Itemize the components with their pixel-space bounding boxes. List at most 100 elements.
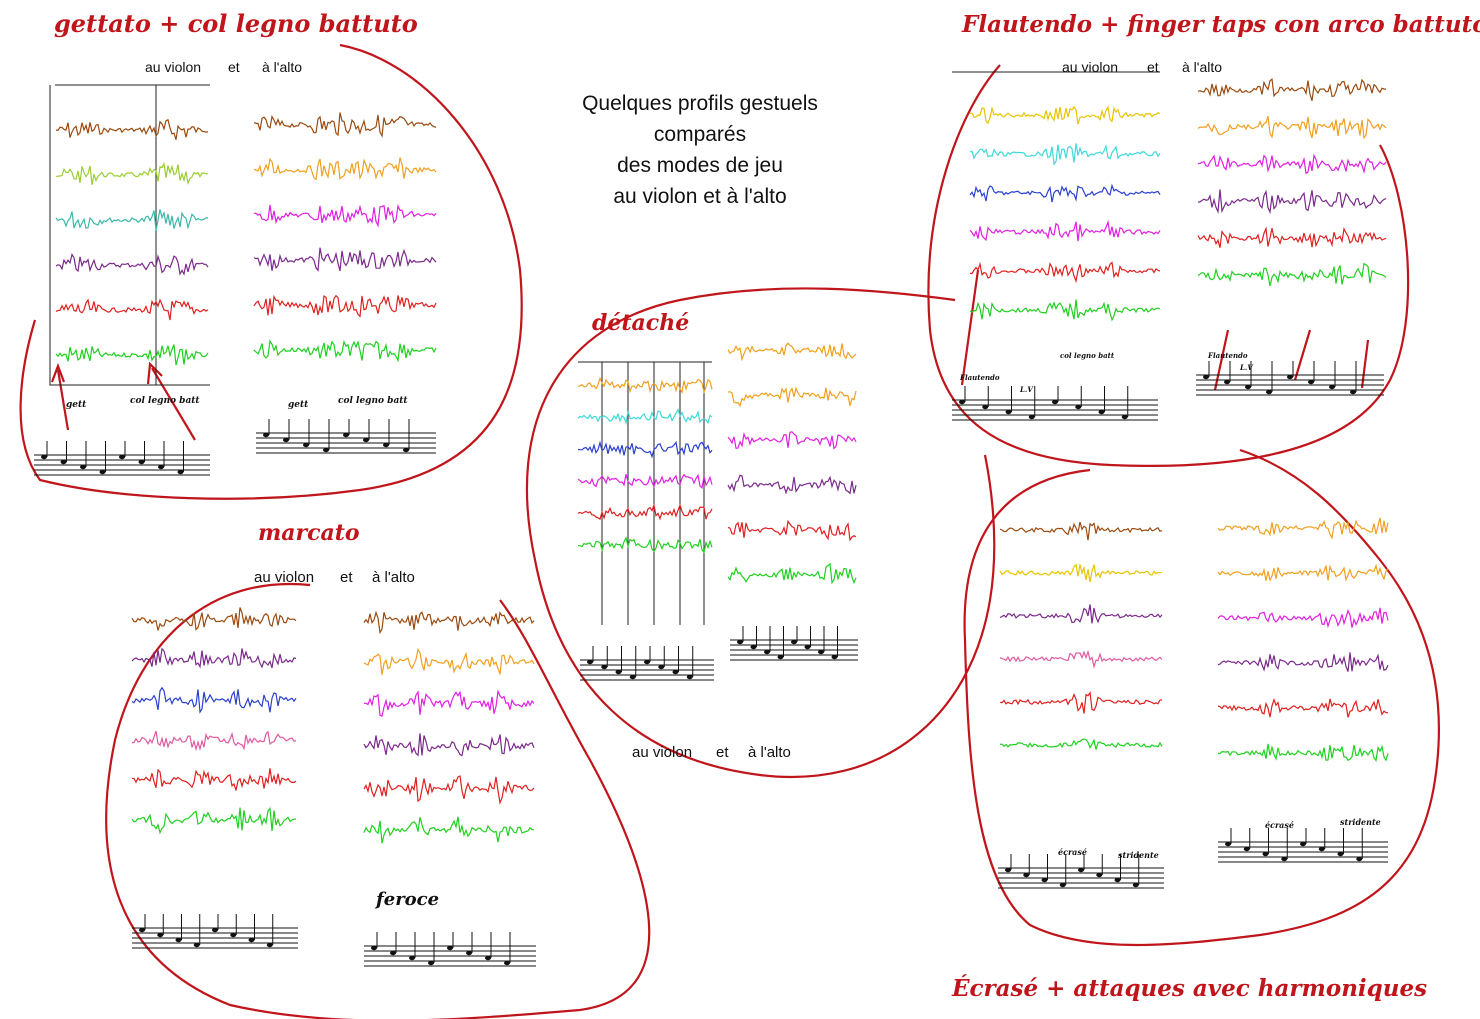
note-head <box>263 432 269 438</box>
note-head <box>1245 384 1251 390</box>
waveform-trace <box>578 536 713 554</box>
outline-marcato <box>105 582 651 1019</box>
note-head <box>1098 409 1105 415</box>
caption-violon: au violon <box>1062 59 1118 75</box>
caption-detache: au violon et à l'alto <box>632 744 791 761</box>
caption-et: et <box>228 59 240 75</box>
score-word: col legno batt <box>338 396 408 406</box>
note-head <box>686 674 693 680</box>
waveform-trace <box>999 738 1163 750</box>
score-word: gett <box>66 400 87 410</box>
waveform-trace <box>55 209 209 231</box>
note-head <box>1300 841 1306 847</box>
note-head <box>1356 856 1363 862</box>
note-head <box>175 937 182 943</box>
note-head <box>193 942 200 948</box>
waveform-trace <box>577 407 713 426</box>
waveform-trace <box>131 647 297 669</box>
waveform-trace <box>253 157 437 181</box>
note-head <box>1078 867 1084 873</box>
waveform-trace <box>131 607 297 631</box>
waveform-trace <box>363 775 535 805</box>
note-head <box>1059 882 1066 888</box>
note-head <box>283 437 289 443</box>
waveform-trace <box>577 376 713 395</box>
caption-flautendo: au violon et à l'alto <box>1062 59 1222 75</box>
caption-violon: au violon <box>145 59 201 75</box>
note-head <box>138 459 145 465</box>
note-head <box>764 649 770 655</box>
waveform-trace <box>363 689 535 717</box>
waveform-trace <box>363 816 535 844</box>
waveform-trace <box>727 519 857 542</box>
heading-marcato: marcato <box>258 520 360 546</box>
note-head <box>343 432 349 438</box>
waveform-trace <box>577 440 713 459</box>
waveform-trace <box>1217 563 1389 583</box>
note-head <box>982 404 989 410</box>
caption-et: et <box>716 744 729 761</box>
outline-ecrase <box>963 448 1441 947</box>
waveform-trace <box>253 247 437 272</box>
note-head <box>1287 374 1293 380</box>
note-head <box>1096 872 1103 878</box>
waveform-trace <box>253 204 437 228</box>
title-line: au violon et à l'alto <box>613 185 787 208</box>
note-head <box>587 659 593 665</box>
caption-et: et <box>1147 59 1159 75</box>
note-head <box>390 950 396 956</box>
note-head <box>1308 379 1314 385</box>
note-head <box>1052 399 1058 405</box>
waveform-trace <box>55 252 209 276</box>
note-head <box>383 442 389 448</box>
note-head <box>363 437 369 443</box>
heading-flautendo: Flautendo + finger taps con arco battuto <box>961 11 1480 38</box>
note-head <box>230 932 237 938</box>
note-head <box>1005 867 1011 873</box>
waveform-trace <box>969 105 1161 125</box>
arrow-flautendo-1 <box>960 269 980 386</box>
waveform-trace <box>131 686 297 714</box>
title-line: des modes de jeu <box>617 154 783 177</box>
note-head <box>818 649 824 655</box>
note-head <box>447 945 453 951</box>
waveform-trace <box>55 344 209 366</box>
caption-et: et <box>340 569 353 586</box>
caption-marcato: au violon et à l'alto <box>254 569 415 586</box>
note-head <box>428 960 434 966</box>
waveform-trace <box>1217 607 1389 629</box>
heading-gettato: gettato + col legno battuto <box>54 9 418 38</box>
note-head <box>1075 404 1082 410</box>
note-head <box>409 955 415 961</box>
arrow-left-head <box>50 362 66 383</box>
score-word: col legno batt <box>130 396 200 406</box>
note-head <box>80 464 86 470</box>
note-head <box>629 674 636 680</box>
waveform-trace <box>55 161 209 186</box>
waveform-trace <box>1197 153 1387 175</box>
note-head <box>601 664 608 670</box>
heading-ecrase: Écrasé + attaques avec harmoniques <box>951 975 1427 1002</box>
detache-vlines <box>601 362 705 625</box>
waveform-trace <box>253 112 437 138</box>
note-head <box>466 950 472 956</box>
note-head <box>1266 389 1272 395</box>
waveform-trace <box>132 730 297 752</box>
waveform-trace <box>577 473 713 490</box>
waveform-trace <box>969 299 1161 322</box>
waveform-trace <box>363 647 535 675</box>
note-head <box>1281 856 1288 862</box>
note-head <box>119 454 125 460</box>
score-word: Flautendo <box>959 373 1000 382</box>
waveform-trace <box>55 298 209 321</box>
waveform-trace <box>363 733 535 757</box>
note-head <box>1005 409 1012 415</box>
note-head <box>99 469 106 475</box>
score-word: Flautendo <box>1207 351 1248 360</box>
note-head <box>371 945 377 951</box>
caption-violon: au violon <box>632 744 692 761</box>
note-head <box>644 659 650 665</box>
note-head <box>672 669 679 675</box>
waveform-traces <box>55 78 1389 844</box>
waveform-trace <box>1217 517 1389 540</box>
